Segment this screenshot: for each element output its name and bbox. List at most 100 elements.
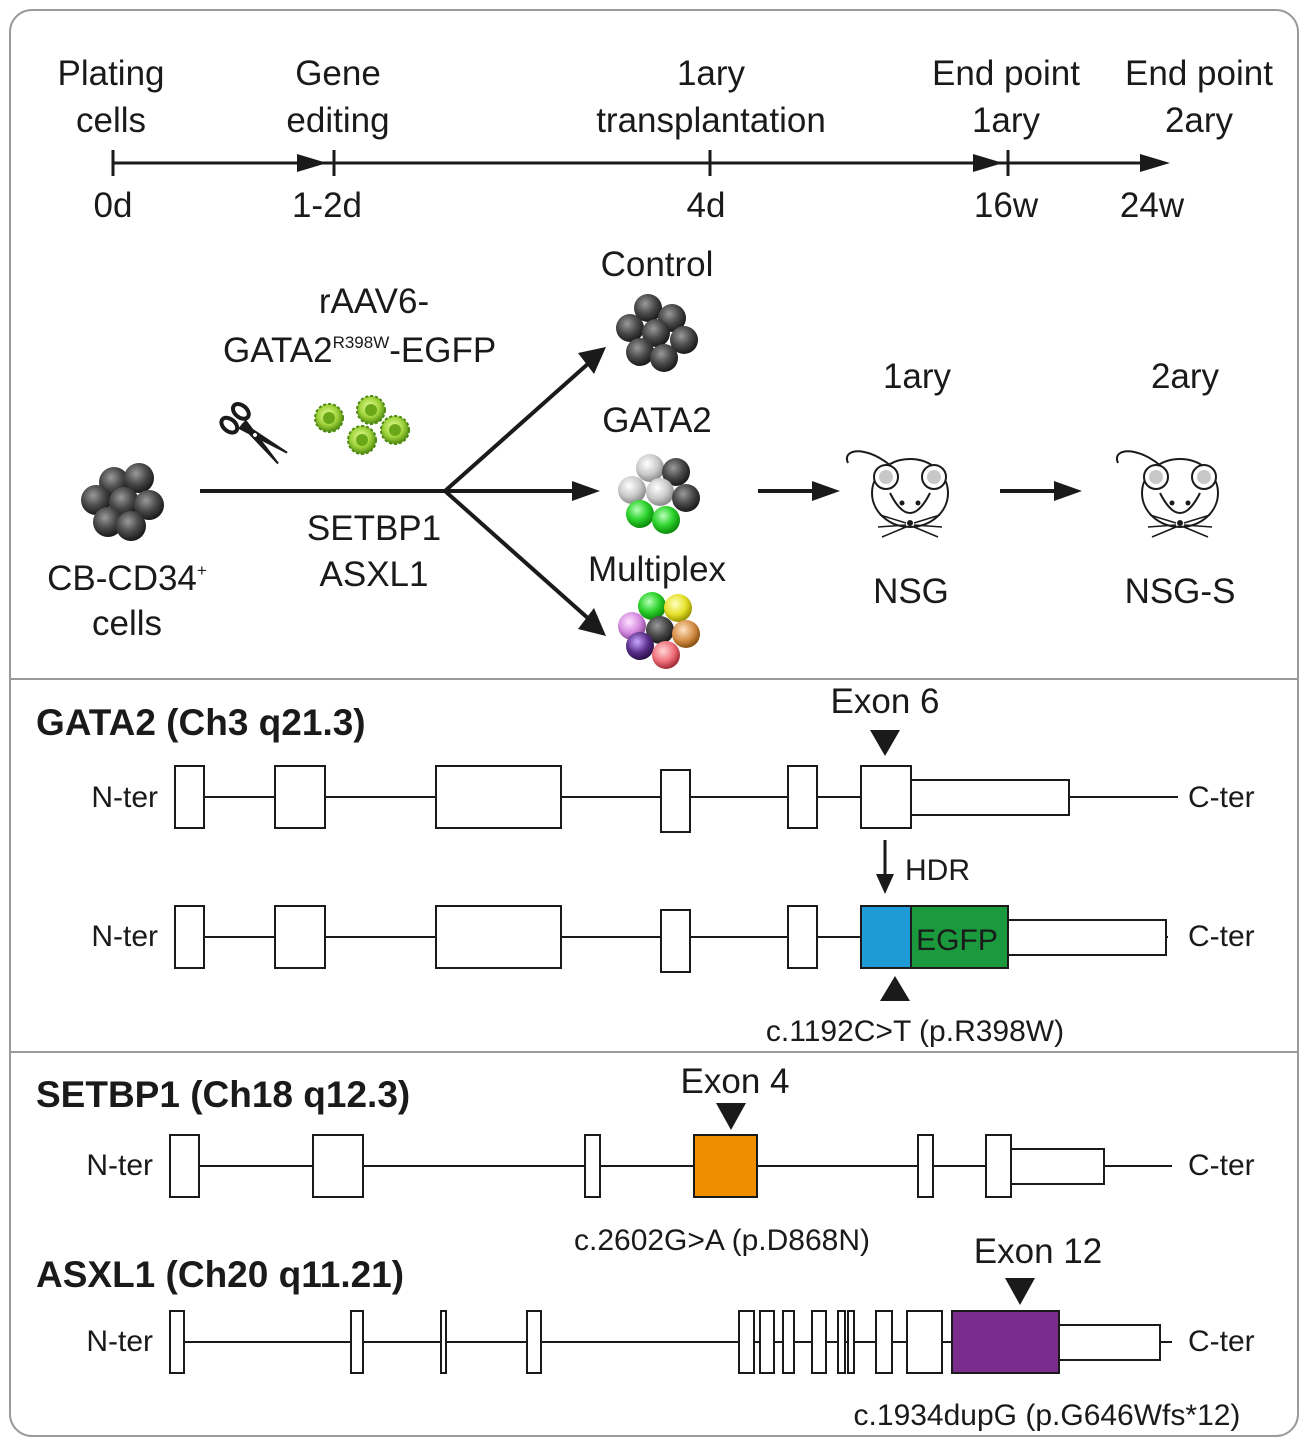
exon-marker-arrowhead xyxy=(716,1103,746,1130)
workflow: CB-CD34+ cells rAAV6- GATA2R398W-EGFP xyxy=(47,245,1235,669)
stage-time: 0d xyxy=(94,186,133,225)
exon-box xyxy=(759,1310,775,1374)
exon-6-box xyxy=(860,765,912,829)
c-ter-label: C-ter xyxy=(1188,1325,1255,1358)
stage-label: 1ary xyxy=(972,101,1041,140)
mutant-exon-12-box xyxy=(951,1310,1060,1374)
setbp1-exon-label: Exon 4 xyxy=(681,1062,790,1101)
arrowhead xyxy=(578,347,606,374)
mouse1-strain: NSG xyxy=(873,572,949,611)
exon-box xyxy=(782,1310,795,1374)
hdr-label: HDR xyxy=(905,854,970,887)
exon-box xyxy=(174,765,205,829)
aav-particles-icon xyxy=(314,395,410,455)
exon-box xyxy=(350,1310,364,1374)
asxl1-exon-label: Exon 12 xyxy=(974,1232,1102,1271)
stage-label: 2ary xyxy=(1165,101,1234,140)
exon-box xyxy=(811,1310,827,1374)
c-ter-label: C-ter xyxy=(1188,1149,1255,1182)
mouse-icon xyxy=(845,450,949,538)
exon-box xyxy=(787,905,818,969)
targets-label: SETBP1 xyxy=(307,509,441,548)
targets-label: ASXL1 xyxy=(320,555,429,594)
timeline: Plating cells 0d Gene editing 1-2d 1ary … xyxy=(57,54,1273,225)
control-cell-cluster xyxy=(616,294,698,372)
asxl1-panel: ASXL1 (Ch20 q11.21) Exon 12 N-ter C-ter … xyxy=(36,1232,1255,1432)
mutation-marker-arrowhead xyxy=(880,976,910,1001)
mouse-icon xyxy=(1115,450,1219,538)
arrowhead xyxy=(1054,481,1082,501)
timeline-arrowhead xyxy=(973,154,1003,172)
egfp-label: EGFP xyxy=(916,924,998,957)
mouse2-strain: NSG-S xyxy=(1125,572,1236,611)
stage-label: cells xyxy=(76,101,146,140)
vector-label: rAAV6- xyxy=(319,282,429,321)
n-ter-label: N-ter xyxy=(91,781,158,814)
gata2-exon-label: Exon 6 xyxy=(831,682,940,721)
exon-box xyxy=(738,1310,755,1374)
mutant-exon-6-box xyxy=(860,905,912,969)
vector-construct: GATA2R398W-EGFP xyxy=(223,331,496,370)
n-ter-label: N-ter xyxy=(91,920,158,953)
utr-box xyxy=(1010,1148,1105,1185)
utr-box xyxy=(1058,1324,1161,1361)
exon-box xyxy=(985,1134,1012,1198)
exon-box xyxy=(584,1134,601,1198)
stage-label: editing xyxy=(286,101,389,140)
exon-box xyxy=(169,1134,200,1198)
arrowhead xyxy=(578,608,606,636)
exon-box xyxy=(274,765,326,829)
stage-label: 1ary xyxy=(677,54,746,93)
arrowhead xyxy=(812,481,840,501)
exon-box xyxy=(274,905,326,969)
group-multiplex-label: Multiplex xyxy=(588,550,727,589)
hdr-arrowhead xyxy=(876,874,894,894)
gata2-panel: GATA2 (Ch3 q21.3) Exon 6 N-ter C-ter HDR… xyxy=(36,682,1255,1048)
exon-box xyxy=(906,1310,943,1374)
mutant-exon-4-box xyxy=(693,1134,758,1198)
utr-box xyxy=(910,779,1070,816)
stage-label: Gene xyxy=(295,54,381,93)
egfp-box xyxy=(910,905,1009,969)
exon-box xyxy=(526,1310,542,1374)
n-ter-label: N-ter xyxy=(86,1149,153,1182)
exon-box xyxy=(440,1310,447,1374)
n-ter-label: N-ter xyxy=(86,1325,153,1358)
exon-marker-arrowhead xyxy=(870,730,900,756)
exon-box xyxy=(435,765,562,829)
exon-box xyxy=(174,905,205,969)
exon-box xyxy=(312,1134,364,1198)
cells-label-line2: cells xyxy=(92,604,162,643)
gata2-title: GATA2 (Ch3 q21.3) xyxy=(36,702,366,743)
asxl1-title: ASXL1 (Ch20 q11.21) xyxy=(36,1254,404,1295)
exon-box xyxy=(169,1310,185,1374)
gata2-cell-cluster xyxy=(618,454,700,534)
utr-box xyxy=(1007,919,1167,956)
setbp1-panel: SETBP1 (Ch18 q12.3) Exon 4 N-ter C-ter c… xyxy=(36,1062,1255,1257)
figure-border xyxy=(9,9,1299,1437)
exon-box xyxy=(847,1310,855,1374)
cells-label: CB-CD34+ xyxy=(47,559,207,598)
multiplex-cell-cluster xyxy=(618,592,700,669)
exon-box xyxy=(660,909,691,973)
stage-time: 24w xyxy=(1120,186,1185,225)
stage-time: 1-2d xyxy=(292,186,362,225)
setbp1-title: SETBP1 (Ch18 q12.3) xyxy=(36,1074,410,1115)
c-ter-label: C-ter xyxy=(1188,920,1255,953)
gata2-mutation-label: c.1192C>T (p.R398W) xyxy=(766,1015,1064,1048)
timeline-arrowhead xyxy=(297,154,327,172)
exon-box xyxy=(435,905,562,969)
arrow-to-multiplex xyxy=(443,489,592,622)
arrow-to-control xyxy=(443,360,592,493)
c-ter-label: C-ter xyxy=(1188,781,1255,814)
exon-box xyxy=(875,1310,893,1374)
exon-box xyxy=(837,1310,846,1374)
setbp1-mutation-label: c.2602G>A (p.D868N) xyxy=(574,1224,870,1257)
exon-box xyxy=(660,769,691,833)
exon-box xyxy=(787,765,818,829)
group-control-label: Control xyxy=(601,245,714,284)
exon-marker-arrowhead xyxy=(1005,1278,1035,1305)
stage-label: Plating xyxy=(57,54,164,93)
timeline-arrowhead xyxy=(1140,154,1170,172)
